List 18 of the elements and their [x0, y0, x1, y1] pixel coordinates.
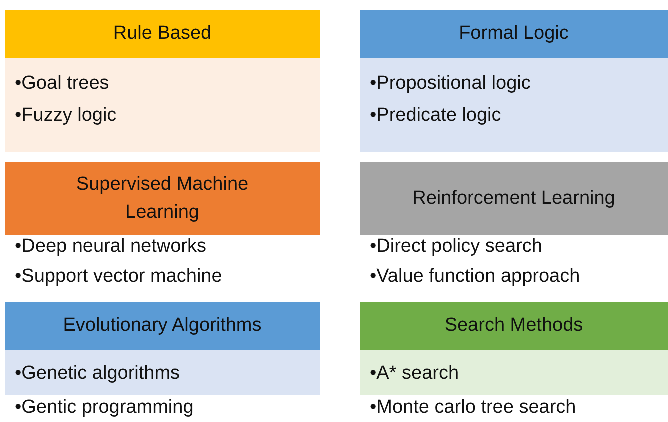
category-header: Rule Based: [5, 10, 320, 58]
category-header: Search Methods: [360, 302, 668, 350]
category-header: Evolutionary Algorithms: [5, 302, 320, 350]
bullet-item: •Goal trees: [15, 72, 110, 96]
bullet-item: •Monte carlo tree search: [370, 396, 576, 420]
bullet-item: •Fuzzy logic: [15, 104, 117, 128]
bullet-item: •Direct policy search: [370, 235, 542, 259]
bullet-item: •Gentic programming: [15, 396, 194, 420]
category-header: Formal Logic: [360, 10, 668, 58]
category-header: Reinforcement Learning: [360, 162, 668, 235]
category-header: Supervised Machine Learning: [5, 162, 320, 235]
bullet-item: •Support vector machine: [15, 265, 222, 289]
bullet-item: •A* search: [370, 362, 460, 386]
bullet-item: •Propositional logic: [370, 72, 531, 96]
bullet-item: •Deep neural networks: [15, 235, 206, 259]
bullet-item: •Predicate logic: [370, 104, 502, 128]
bullet-item: •Value function approach: [370, 265, 580, 289]
bullet-item: •Genetic algorithms: [15, 362, 180, 386]
